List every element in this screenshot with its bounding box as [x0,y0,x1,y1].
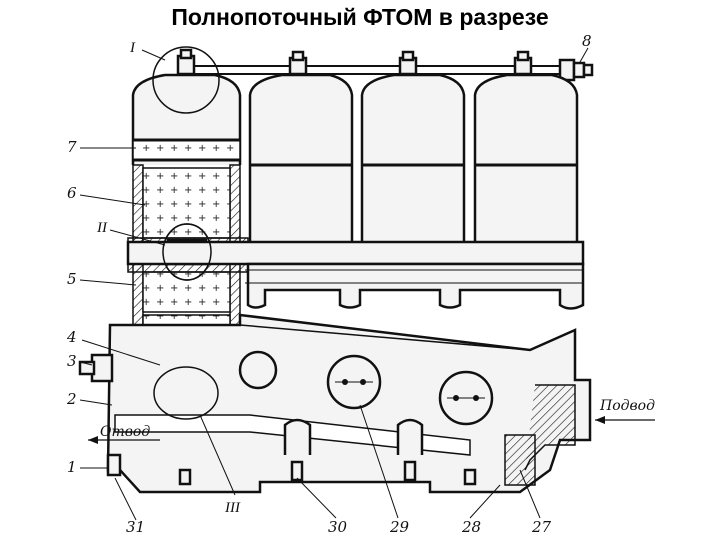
callout-circle-III [153,366,219,420]
outlet-arrow [88,436,160,444]
middle-flange-band [126,240,585,310]
callout-label-II: II [96,220,108,236]
part-label-2: 2 [66,390,77,408]
part-label-1: 1 [67,458,77,476]
callout-label-I: I [129,40,136,56]
part-label-6: 6 [67,184,77,202]
part-label-29: 29 [389,518,410,536]
part-label-31: 31 [126,518,145,536]
part-label-30: 30 [328,518,348,536]
part-label-27: 27 [531,518,552,536]
filter-canister-2 [248,50,354,245]
leader-lines [79,47,589,521]
callout-circle-II [162,223,212,281]
filter-canister-4 [473,50,579,245]
inlet-arrow [595,416,655,424]
part-label-28: 28 [461,518,481,536]
part-label-3: 3 [67,352,77,370]
part-label-8: 8 [582,32,592,50]
housing-body [78,313,592,494]
diagram-title: Полнопоточный ФТОМ в разрезе [171,4,549,30]
callout-label-III: III [224,500,241,516]
part-label-5: 5 [67,270,77,288]
outlet-label: Отвод [100,424,150,440]
part-label-7: 7 [67,138,77,156]
inlet-label: Подвод [599,398,655,414]
callout-circle-I [152,46,220,114]
part-label-4: 4 [66,328,77,346]
filter-canister-3 [360,50,466,245]
